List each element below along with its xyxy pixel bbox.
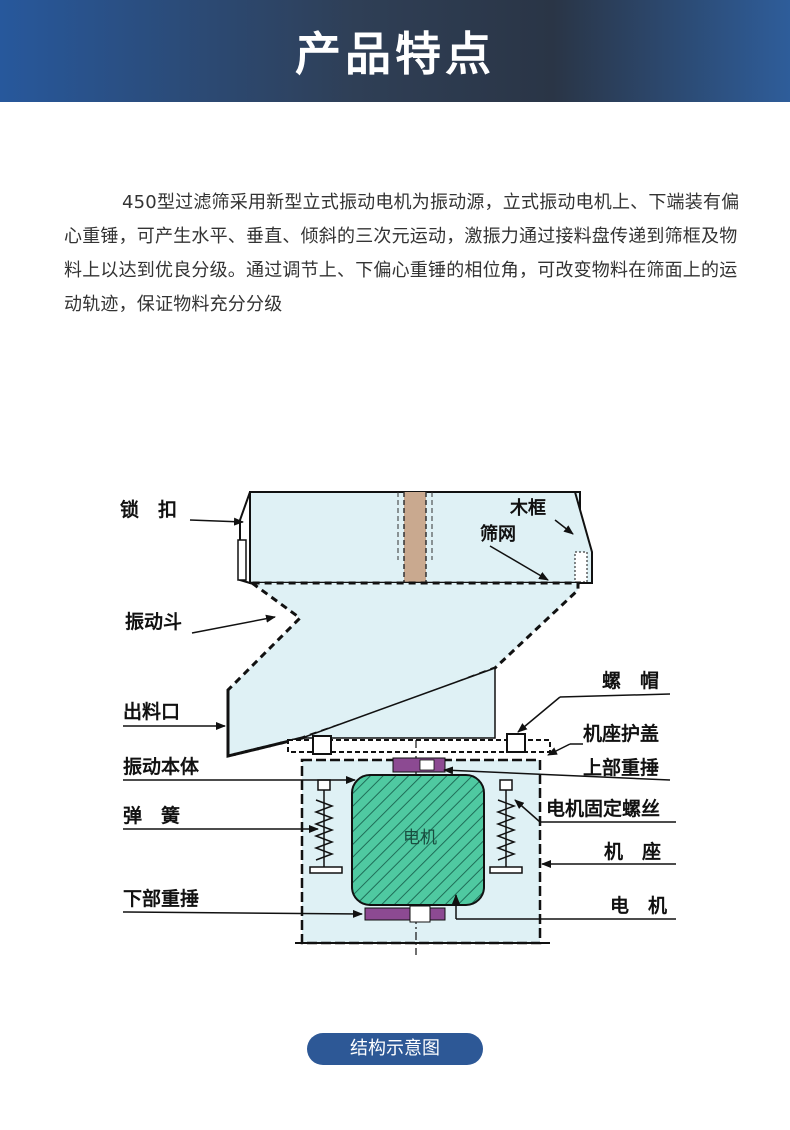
base-cover xyxy=(287,739,551,753)
label-spring: 弹 簧 xyxy=(123,804,180,827)
label-vibrating-body: 振动本体 xyxy=(123,755,200,778)
motor xyxy=(351,774,485,906)
upper-weight xyxy=(392,757,446,773)
label-motor: 电 机 xyxy=(610,894,667,917)
label-lock-clasp: 锁 扣 xyxy=(120,498,177,521)
discharge-outlet xyxy=(226,690,303,758)
label-screen: 筛网 xyxy=(480,523,516,545)
label-machine-base: 机 座 xyxy=(604,840,661,863)
intro-paragraph: 450型过滤筛采用新型立式振动电机为振动源，立式振动电机上、下端装有偏心重锤，可… xyxy=(64,192,740,315)
nut-left xyxy=(312,735,332,755)
label-motor-bolt: 电机固定螺丝 xyxy=(546,797,660,820)
center-tube xyxy=(404,492,426,583)
vibrating-hopper xyxy=(226,581,580,758)
nut-right xyxy=(506,733,526,753)
structure-diagram: 电机 锁 扣 振动斗 出料口 振动本体 弹 簧 下部重捶 木框 筛网 螺 帽 机… xyxy=(120,491,676,955)
lower-weight xyxy=(364,907,446,921)
label-vibrating-hopper: 振动斗 xyxy=(125,610,182,633)
label-lower-weight: 下部重捶 xyxy=(123,887,199,910)
motor-label: 电机 xyxy=(403,828,437,848)
label-wooden-frame: 木框 xyxy=(509,497,546,519)
label-outlet: 出料口 xyxy=(123,700,180,723)
diagram-caption: 结构示意图 xyxy=(307,1033,483,1065)
spring-right xyxy=(489,779,523,874)
spring-left xyxy=(309,779,343,874)
header-banner xyxy=(0,0,790,102)
label-base-cover: 机座护盖 xyxy=(583,722,659,745)
page-title: 产品特点 xyxy=(295,27,495,81)
label-upper-weight: 上部重捶 xyxy=(583,756,659,779)
label-nut: 螺 帽 xyxy=(602,669,659,692)
